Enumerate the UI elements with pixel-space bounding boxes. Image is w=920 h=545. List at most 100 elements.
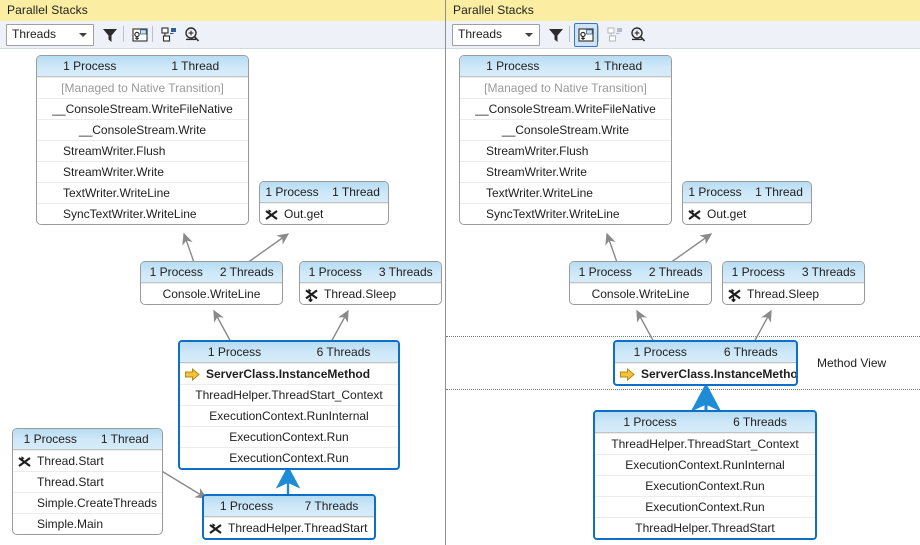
stack-frame-label: __ConsoleStream.Write [78,123,207,137]
stack-frame-row[interactable]: ThreadHelper.ThreadStart [204,517,374,538]
box-header: 1 Process 1 Thread [460,56,671,77]
stack-frame-label: Simple.Main [37,517,104,531]
box-header: 1 Process 7 Threads [204,496,374,517]
stack-frame-row[interactable]: Thread.Start [13,450,162,471]
stack-frame-row[interactable]: __ConsoleStream.Write [460,119,671,140]
non-active-thread-icon [265,209,278,220]
filter-icon [549,29,563,42]
stack-frame-label: ThreadHelper.ThreadStart_Context [611,437,799,451]
stack-frame-row[interactable]: __ConsoleStream.WriteFileNative [37,98,248,119]
panel-divider[interactable] [445,0,446,545]
chevron-down-icon [525,33,533,37]
stack-frame-row[interactable]: Out.get [260,203,388,224]
zoom-control-button-left[interactable] [180,23,204,47]
stack-frame-row[interactable]: ThreadHelper.ThreadStart_Context [595,433,815,454]
stack-frame-row[interactable]: StreamWriter.Flush [460,140,671,161]
auto-scroll-button-right[interactable] [603,23,627,47]
process-count: 1 Process [207,345,262,359]
current-frame-arrow-icon [620,368,635,381]
stack-frame-row[interactable]: __ConsoleStream.WriteFileNative [460,98,671,119]
stack-frame-label: Thread.Start [37,475,104,489]
stack-frame-box-server-class-active[interactable]: 1 Process 6 Threads ServerClass.Instance… [178,340,400,470]
box-header: 1 Process 6 Threads [180,342,398,363]
stack-frame-row[interactable]: SyncTextWriter.WriteLine [460,203,671,224]
process-count: 1 Process [623,415,677,429]
stack-frame-row[interactable]: ExecutionContext.RunInternal [180,405,398,426]
stack-frame-label: ThreadHelper.ThreadStart [228,521,368,535]
stack-frame-label: Console.WriteLine [591,287,690,301]
stack-frame-box-console-write[interactable]: 1 Process 1 Thread [Managed to Native Tr… [36,55,249,225]
stack-frame-row[interactable]: ExecutionContext.Run [595,496,815,517]
stack-frame-row[interactable]: ThreadHelper.ThreadStart_Context [180,384,398,405]
view-mode-combo-right[interactable]: Threads [452,24,540,46]
parallel-stacks-panel-left: Parallel Stacks Threads [0,0,445,545]
toolbar-right: Threads [446,21,920,49]
stack-frame-box-console-writeline[interactable]: 1 Process 2 Threads Console.WriteLine [569,261,712,305]
toggle-method-view-icon [132,28,148,42]
stack-frame-row[interactable]: Out.get [683,203,811,224]
stack-frame-row[interactable]: Simple.Main [13,513,162,534]
box-header: 1 Process 6 Threads [615,342,796,363]
stack-frame-row[interactable]: Thread.Sleep [723,283,864,304]
stack-frame-row[interactable]: StreamWriter.Flush [37,140,248,161]
stack-frame-box-thread-sleep[interactable]: 1 Process 3 Threads Thread.Sleep [299,261,442,305]
stack-frame-box-console-writeline[interactable]: 1 Process 2 Threads Console.WriteLine [140,261,283,305]
stack-frame-box-main-thread[interactable]: 1 Process 1 Thread Thread.Start Thread.S… [12,428,163,535]
process-count: 1 Process [265,185,319,199]
stack-frame-row[interactable]: ThreadHelper.ThreadStart [595,517,815,538]
box-header: 1 Process 3 Threads [300,262,441,283]
auto-scroll-button-left[interactable] [157,23,181,47]
stack-frame-box-thread-sleep[interactable]: 1 Process 3 Threads Thread.Sleep [722,261,865,305]
stack-frame-label: ExecutionContext.Run [645,500,765,514]
stack-frame-row[interactable]: ExecutionContext.Run [180,426,398,447]
stack-frame-row[interactable]: [Managed to Native Transition] [460,77,671,98]
stack-frame-row[interactable]: [Managed to Native Transition] [37,77,248,98]
stack-frame-row-current[interactable]: ServerClass.InstanceMethod [615,363,796,384]
filter-button-right[interactable] [544,23,568,47]
toggle-method-view-button-left[interactable] [128,23,152,47]
auto-scroll-to-stack-frame-icon [607,27,622,42]
stack-frame-row[interactable]: Thread.Start [13,471,162,492]
zoom-control-icon [631,27,646,42]
stack-frame-row[interactable]: ExecutionContext.Run [595,475,815,496]
stack-frame-box-out-get[interactable]: 1 Process 1 Thread Out.get [259,181,389,225]
stack-frame-row[interactable]: Thread.Sleep [300,283,441,304]
stack-frame-box-server-class-callees[interactable]: 1 Process 6 Threads ThreadHelper.ThreadS… [593,410,817,540]
box-header: 1 Process 1 Thread [13,429,162,450]
thread-count: 1 Thread [332,185,380,199]
stack-frame-box-console-write[interactable]: 1 Process 1 Thread [Managed to Native Tr… [459,55,672,225]
stack-frame-row[interactable]: TextWriter.WriteLine [460,182,671,203]
view-mode-combo-left[interactable]: Threads [6,24,94,46]
stack-frame-row[interactable]: SyncTextWriter.WriteLine [37,203,248,224]
stack-frame-row[interactable]: TextWriter.WriteLine [37,182,248,203]
stack-frame-row[interactable]: Console.WriteLine [570,283,711,304]
stack-frame-row[interactable]: ExecutionContext.RunInternal [595,454,815,475]
stack-frame-row[interactable]: Simple.CreateThreads [13,492,162,513]
thread-count: 6 Threads [316,345,371,359]
stack-frame-row[interactable]: StreamWriter.Write [460,161,671,182]
stack-frame-box-server-class-active[interactable]: 1 Process 6 Threads ServerClass.Instance… [613,340,798,386]
stack-frame-row-current[interactable]: ServerClass.InstanceMethod [180,363,398,384]
stack-frame-label: StreamWriter.Write [486,165,587,179]
box-header: 1 Process 1 Thread [683,182,811,203]
stack-frame-label: [Managed to Native Transition] [61,81,224,95]
toolbar-separator-1 [569,26,570,42]
view-mode-combo-value-left: Threads [12,27,57,41]
filter-button-left[interactable] [98,23,122,47]
panel-title-right: Parallel Stacks [453,3,534,17]
stack-frame-label: SyncTextWriter.WriteLine [63,207,197,221]
stack-frame-row[interactable]: StreamWriter.Write [37,161,248,182]
stack-frame-box-out-get[interactable]: 1 Process 1 Thread Out.get [682,181,812,225]
stack-frame-row[interactable]: __ConsoleStream.Write [37,119,248,140]
stack-frame-box-thread-helper-start[interactable]: 1 Process 7 Threads ThreadHelper.ThreadS… [202,494,376,540]
non-active-thread-icon [209,523,222,534]
stack-frame-row[interactable]: Console.WriteLine [141,283,282,304]
non-active-thread-icon [728,288,741,302]
process-count: 1 Process [219,499,274,513]
zoom-control-button-right[interactable] [626,23,650,47]
zoom-control-icon [185,27,200,42]
stack-frame-row[interactable]: ExecutionContext.Run [180,447,398,468]
toggle-method-view-button-right[interactable] [574,23,598,47]
process-count: 1 Process [633,345,687,359]
